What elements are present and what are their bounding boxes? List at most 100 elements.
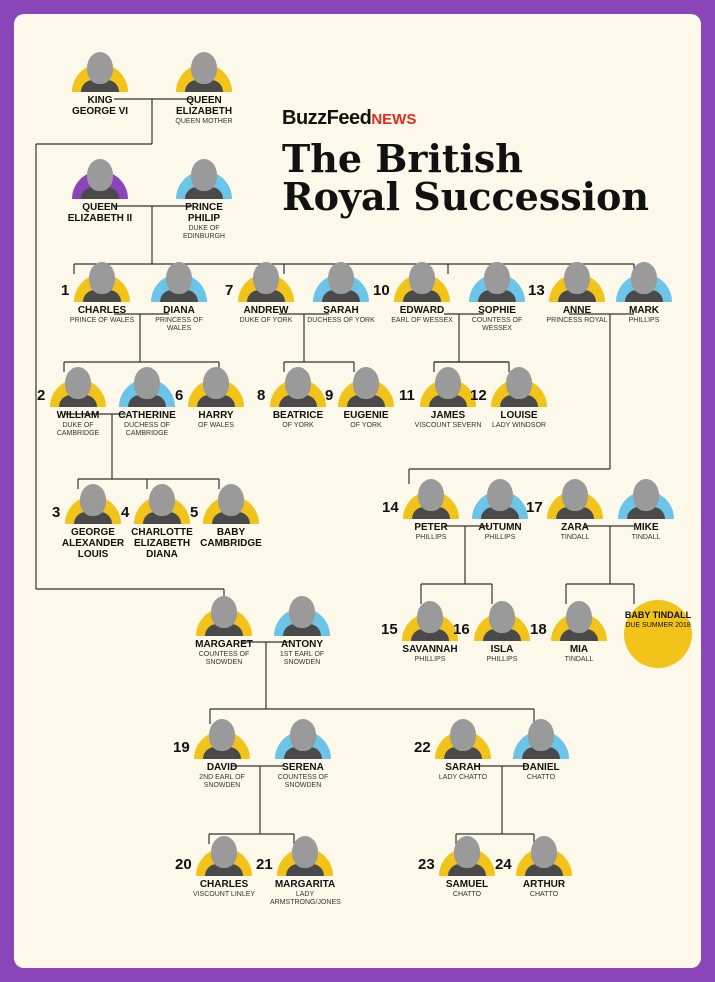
person-name: MARK: [629, 305, 659, 316]
portrait-head: [87, 52, 113, 84]
portrait-head: [65, 367, 91, 399]
portrait-icon: [176, 52, 232, 92]
portrait-head: [418, 479, 444, 511]
portrait-icon: [274, 596, 330, 636]
portrait-icon: [469, 262, 525, 302]
person-title: VISCOUNT LINLEY: [192, 891, 256, 898]
portrait-icon: [549, 262, 605, 302]
person-title: LADY ARMSTRONG/JONES: [270, 891, 341, 906]
portrait-body: [403, 290, 441, 302]
portrait-icon: [275, 719, 331, 759]
portrait-head: [564, 262, 590, 294]
succession-number: 11: [399, 387, 415, 404]
portrait-icon: [491, 367, 547, 407]
portrait-body: [478, 290, 516, 302]
person-title: TINDALL: [631, 534, 661, 541]
person-title: PRINCESS ROYAL: [546, 317, 608, 324]
portrait-icon: [474, 601, 530, 641]
portrait-icon: [65, 484, 121, 524]
portrait-head: [253, 262, 279, 294]
portrait-head: [435, 367, 461, 399]
portrait-head: [484, 262, 510, 294]
person-title: OF WALES: [198, 422, 234, 429]
succession-number: 3: [52, 504, 61, 521]
portrait-icon: [439, 836, 495, 876]
portrait-icon: [196, 596, 252, 636]
person-title: COUNTESS OF SNOWDEN: [198, 651, 250, 666]
portrait-head: [218, 484, 244, 516]
portrait-icon: [74, 262, 130, 302]
succession-number: 23: [418, 856, 435, 873]
portrait-icon: [119, 367, 175, 407]
person-title: LADY CHATTO: [438, 774, 488, 781]
portrait-body: [83, 290, 121, 302]
portrait-body: [448, 864, 486, 876]
portrait-icon: [618, 479, 674, 519]
person-title: 2ND EARL OF SNOWDEN: [199, 774, 245, 789]
portrait-head: [211, 596, 237, 628]
person-title: 1ST EARL OF SNOWDEN: [279, 651, 325, 666]
person-name: PETER: [414, 522, 448, 533]
portrait-head: [211, 836, 237, 868]
succession-number: 16: [453, 621, 470, 638]
portrait-head: [292, 836, 318, 868]
person-title: TINDALL: [560, 534, 590, 541]
person-name: ZARA: [561, 522, 589, 533]
portrait-head: [191, 159, 217, 191]
person-name: CHARLES: [77, 305, 127, 316]
family-tree-lines: [35, 98, 635, 844]
portrait-icon: [72, 52, 128, 92]
title-line-2: Royal Succession: [282, 174, 650, 219]
person-name: SOPHIE: [478, 305, 516, 316]
person-name: ARTHUR: [522, 879, 566, 890]
succession-number: 4: [121, 504, 130, 521]
portrait-icon: [616, 262, 672, 302]
person-title: CHATTO: [526, 774, 556, 781]
person-name: SARAH: [445, 762, 481, 773]
person-title: CHATTO: [452, 891, 482, 898]
person-title: PHILLIPS: [414, 656, 446, 663]
person-name: CATHERINE: [118, 410, 176, 421]
portrait-icon: [394, 262, 450, 302]
portrait-head: [149, 484, 175, 516]
succession-number: 1: [61, 282, 70, 299]
portrait-head: [203, 367, 229, 399]
person-name: EUGENIE: [343, 410, 389, 421]
person-name: KING GEORGE VI: [71, 95, 129, 117]
portrait-head: [353, 367, 379, 399]
baby-tindall-status: DUE SUMMER 2018: [625, 622, 691, 629]
person-name: QUEEN ELIZABETH II: [67, 202, 133, 224]
portrait-body: [247, 290, 285, 302]
portrait-body: [203, 747, 241, 759]
portrait-body: [205, 864, 243, 876]
portrait-body: [347, 395, 385, 407]
portrait-head: [489, 601, 515, 633]
succession-number: 17: [526, 499, 543, 516]
succession-number: 20: [175, 856, 192, 873]
portrait-head: [450, 719, 476, 751]
poster-header: BuzzFeedNEWS The British Royal Successio…: [282, 107, 649, 216]
succession-number: 22: [414, 739, 431, 756]
portrait-icon: [472, 479, 528, 519]
portrait-icon: [196, 836, 252, 876]
portrait-icon: [547, 479, 603, 519]
person-title: DUKE OF CAMBRIDGE: [56, 422, 100, 437]
person-name: BEATRICE: [272, 410, 324, 421]
portrait-icon: [151, 262, 207, 302]
succession-number: 15: [381, 621, 398, 638]
portrait-body: [128, 395, 166, 407]
person-name: ANTONY: [280, 639, 324, 650]
